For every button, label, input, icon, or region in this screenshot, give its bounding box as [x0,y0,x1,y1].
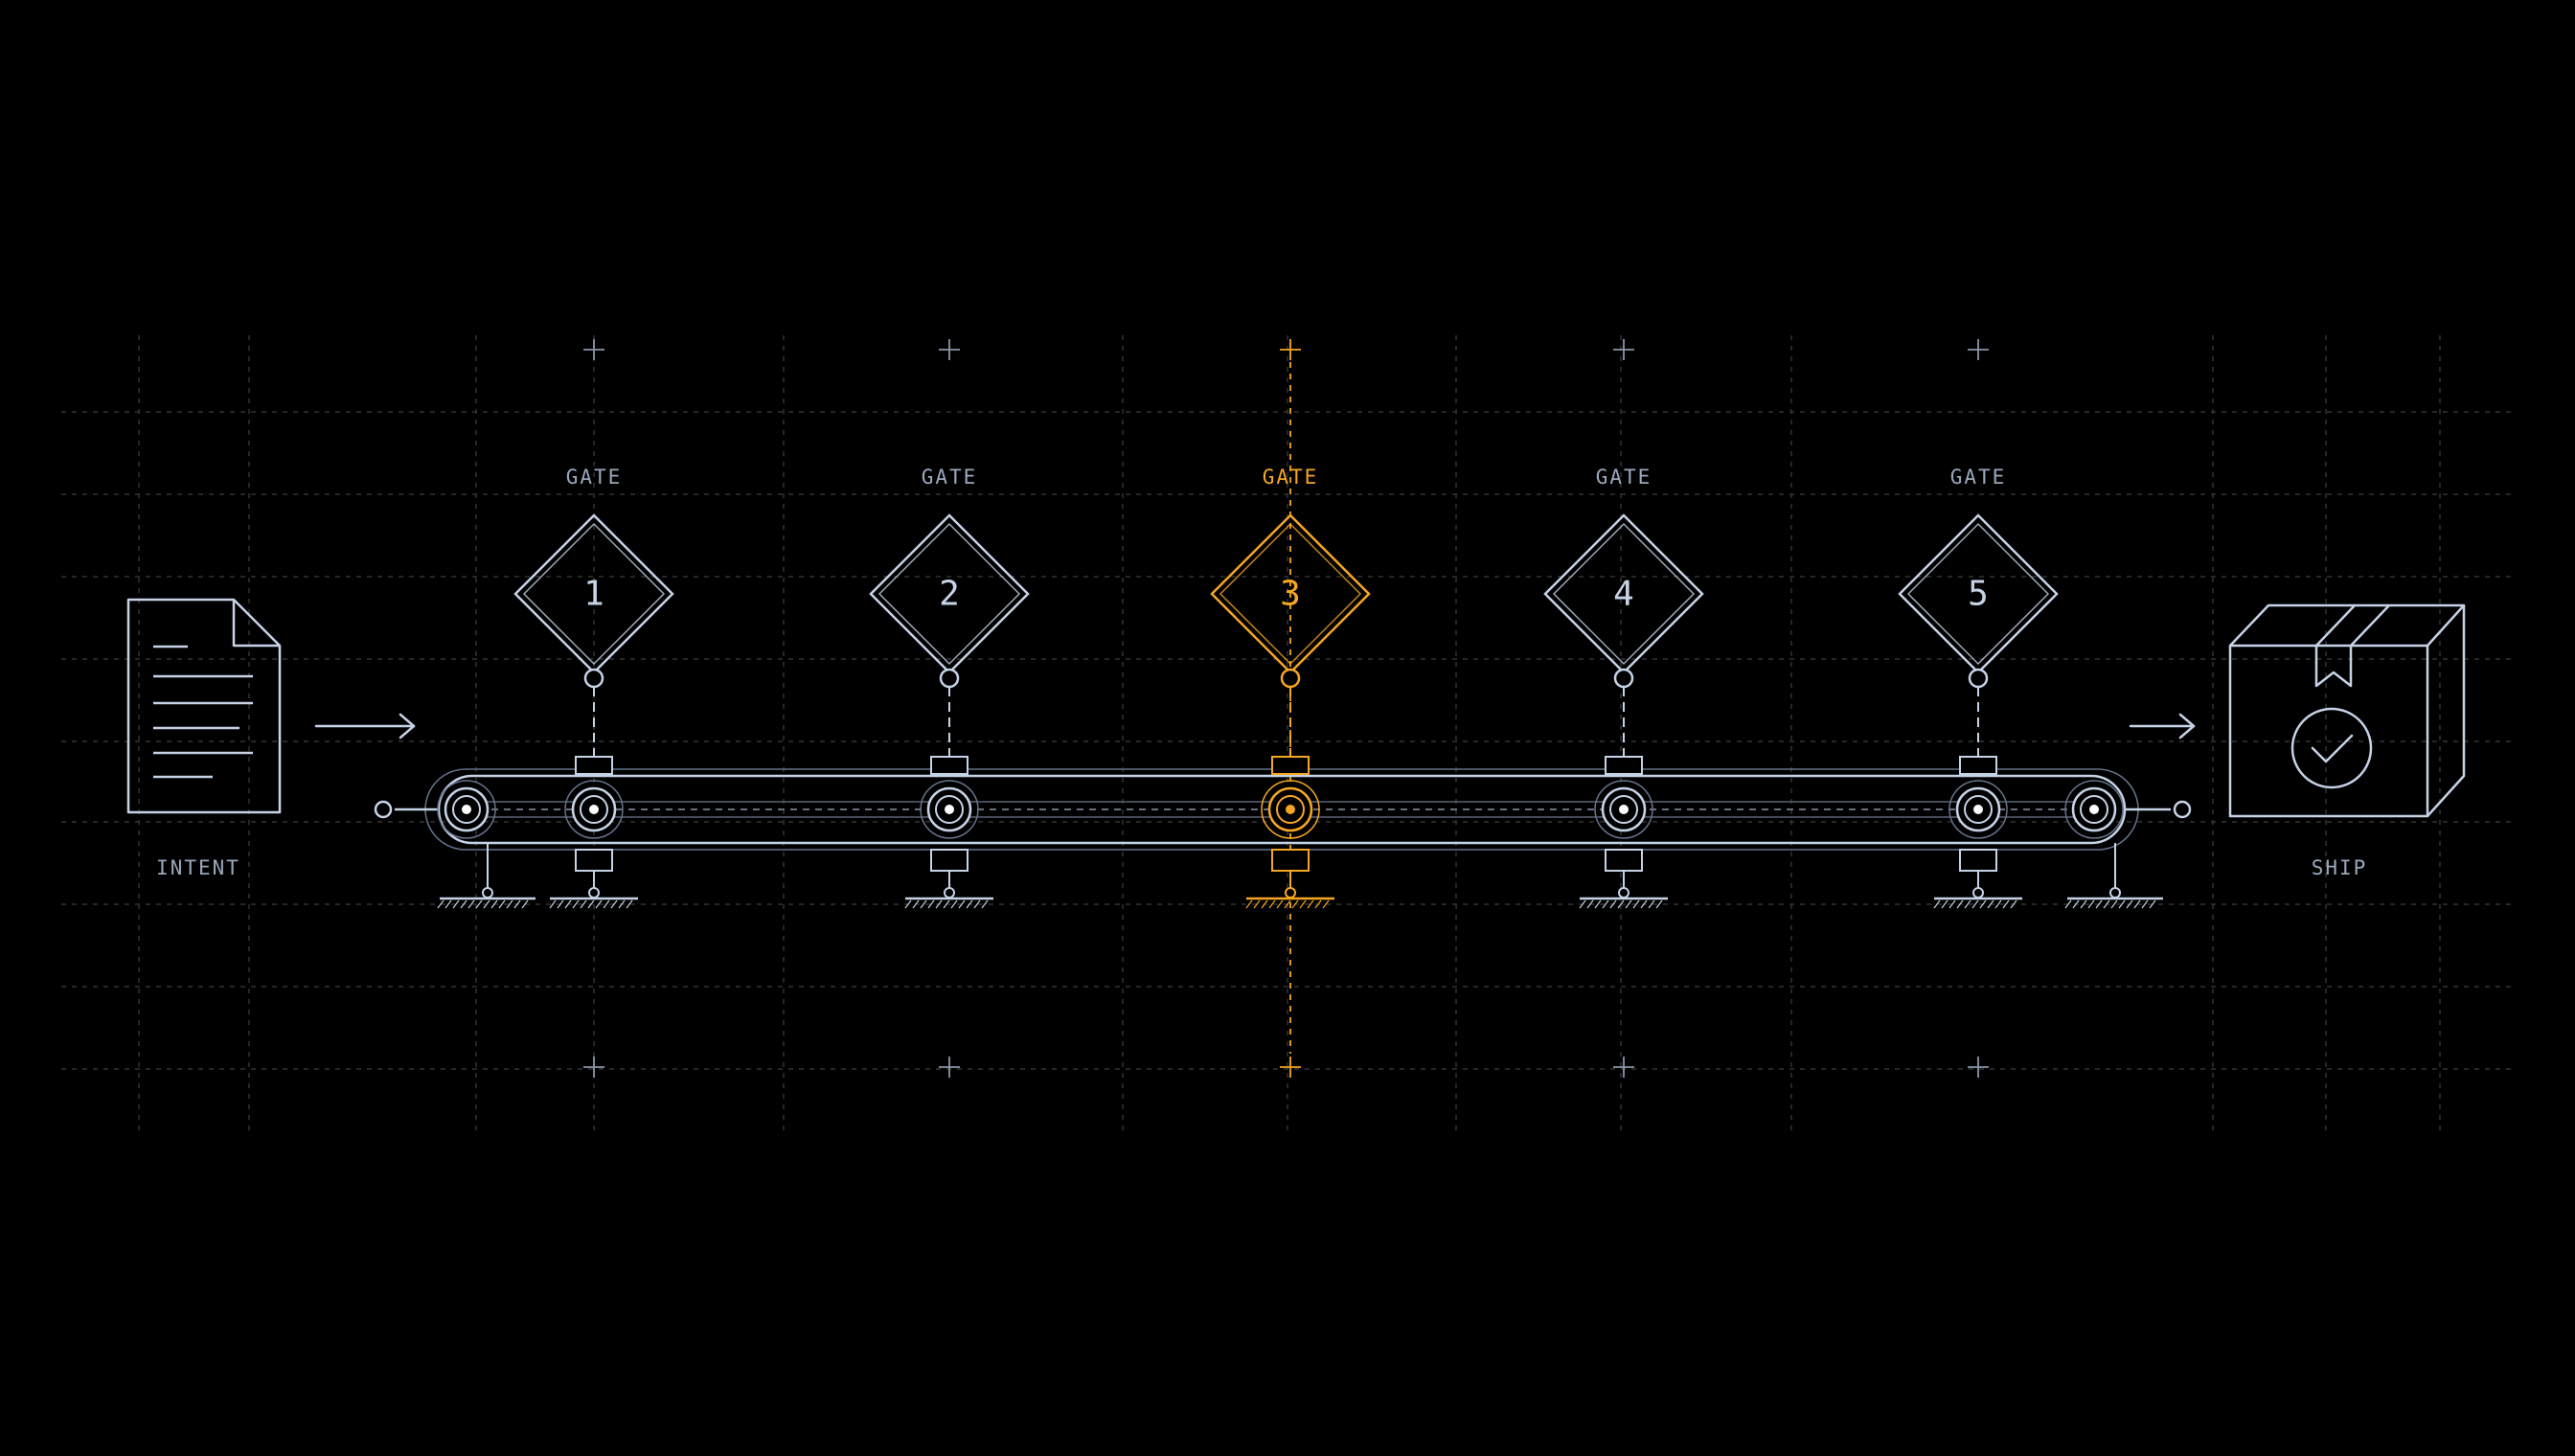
crosshair-icon [1280,339,1301,360]
background-grid [61,335,2516,1135]
crosshair-icon [939,1057,960,1078]
ship-node: SHIP [2228,603,2466,879]
ship-label: SHIP [2312,856,2368,879]
gate-3: GATE 3 [1210,466,1371,909]
crosshair-icon [583,339,604,360]
crosshair-icon [939,339,960,360]
gate-5: GATE 5 [1898,466,2059,909]
roller [437,780,536,909]
crosshair-icon [1613,339,1634,360]
input-arrow [314,713,416,739]
roller [1594,780,1653,839]
crosshair-icon [583,1057,604,1078]
package-check-icon [2228,603,2466,818]
intent-node: INTENT [126,598,282,879]
gate-2: GATE 2 [869,466,1030,909]
output-arrow [2129,713,2196,739]
crosshair-icon [1968,1057,1989,1078]
gate-label: GATE [1950,466,2007,489]
crosshair-icon [1280,1057,1301,1078]
gate-1: GATE 1 [513,466,674,909]
gate-number: 2 [939,575,960,614]
end-rollers [437,780,2163,909]
gate-number: 1 [583,575,604,614]
roller [564,780,624,839]
crosshair-icon [1968,339,1989,360]
gate-label: GATE [1596,466,1652,489]
gate-4: GATE 4 [1543,466,1704,909]
gate-label: GATE [566,466,623,489]
gate-label: GATE [1263,466,1319,489]
crosshair-icon [1613,1057,1634,1078]
roller [2064,780,2163,909]
roller [1948,780,2008,839]
intent-label: INTENT [156,856,240,879]
gate-number: 4 [1613,575,1634,614]
crosshair-markers [583,339,1989,1078]
roller [920,780,979,839]
document-icon [126,598,282,814]
gates: GATE 1 GATE 2 GATE 3 GATE 4 GATE 5 [513,466,2059,909]
gate-number: 3 [1280,575,1301,614]
roller [1261,780,1320,839]
gate-label: GATE [922,466,978,489]
gate-number: 5 [1968,575,1989,614]
